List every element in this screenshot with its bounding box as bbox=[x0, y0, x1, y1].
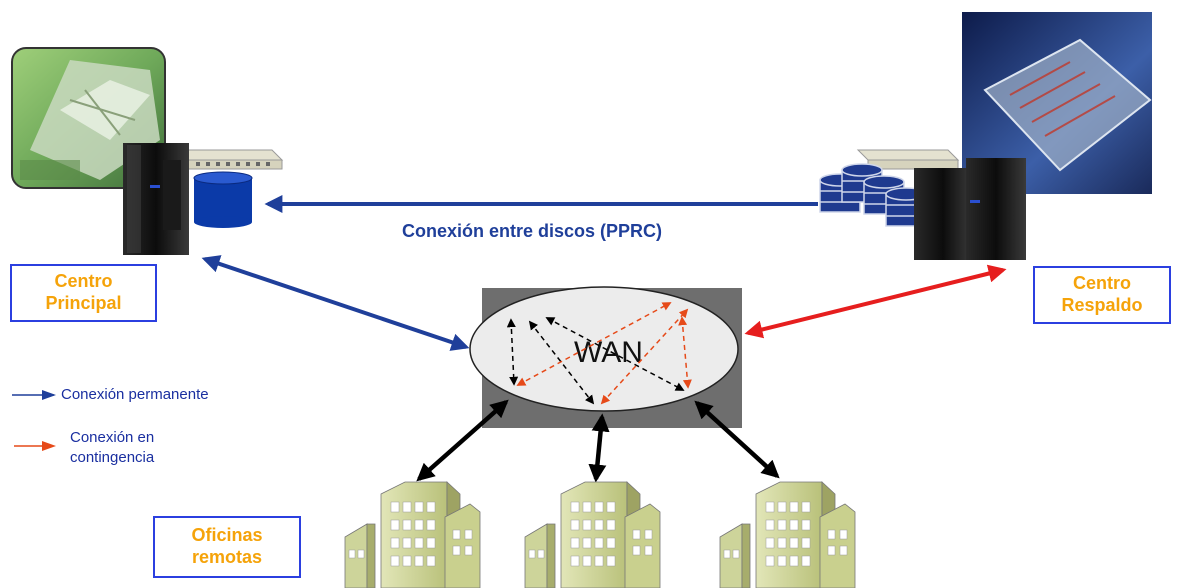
primary-center-label-line2: Principal bbox=[45, 293, 122, 313]
legend-permanent-label: Conexión permanente bbox=[61, 386, 209, 403]
backup-center-label-line1: Centro bbox=[1073, 273, 1131, 293]
backup-center-label: Centro Respaldo bbox=[1033, 266, 1171, 324]
router-icon bbox=[176, 149, 284, 170]
primary-wan-connection bbox=[201, 255, 470, 351]
office-building-icon bbox=[344, 481, 481, 588]
office-building-icon bbox=[524, 481, 661, 588]
wan-internal-red-arrows bbox=[516, 302, 692, 405]
backup-center-label-line2: Respaldo bbox=[1061, 295, 1143, 315]
primary-center-label: Centro Principal bbox=[10, 264, 157, 322]
office-building-icon bbox=[719, 481, 856, 588]
storage-disk-array-icon bbox=[819, 163, 927, 227]
office-3-wan-connection bbox=[694, 400, 780, 479]
backup-wan-connection bbox=[744, 264, 1007, 339]
remote-offices-label-line2: remotas bbox=[191, 547, 263, 567]
storage-disk-icon bbox=[193, 171, 253, 228]
router-icon bbox=[856, 149, 960, 170]
office-1-wan-connection bbox=[416, 399, 509, 482]
remote-offices-label: Oficinas remotas bbox=[153, 516, 301, 578]
legend-contingency-line1: Conexión en bbox=[70, 429, 155, 446]
legend-contingency-label: Conexión en contingencia bbox=[70, 428, 154, 468]
pprc-label: Conexión entre discos (PPRC) bbox=[402, 221, 663, 241]
remote-offices-label-line1: Oficinas bbox=[191, 525, 263, 545]
server-icon bbox=[123, 143, 189, 255]
wan-label: WAN bbox=[574, 336, 643, 369]
primary-center-label-line1: Centro bbox=[54, 271, 113, 291]
legend-permanent-arrowhead bbox=[42, 390, 56, 400]
legend-contingency-arrowhead bbox=[42, 441, 56, 451]
office-2-wan-connection bbox=[588, 413, 610, 483]
legend-contingency-line2: contingencia bbox=[70, 449, 155, 466]
server-icon bbox=[914, 158, 1026, 260]
